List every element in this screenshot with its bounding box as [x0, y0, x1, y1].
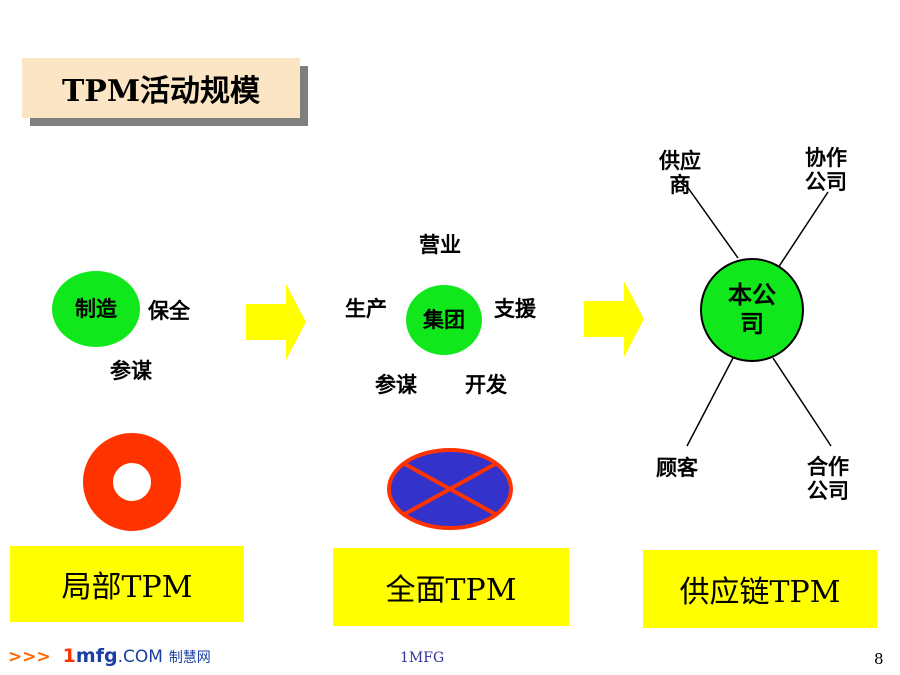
partner-company-label-line1: 协作: [805, 146, 847, 170]
supplier-label-line2: 商: [669, 173, 691, 198]
full-tpm-box: 全面TPM: [333, 548, 569, 626]
sales-label: 营业: [419, 233, 461, 257]
footer-center-text: 1MFG: [400, 650, 445, 666]
company-circle: 本公 司: [700, 258, 804, 362]
company-label-line1: 本公: [728, 281, 776, 310]
logo-arrows: >>>: [8, 647, 51, 667]
local-tpm-box: 局部TPM: [10, 546, 244, 622]
customer-label: 顾客: [656, 456, 698, 480]
page-number: 8: [874, 650, 884, 668]
partner-company-label: 协作 公司: [798, 146, 854, 194]
supplier-label: 供应 商: [652, 149, 708, 197]
logo-site: mfg: [75, 645, 118, 667]
development-label: 开发: [465, 373, 507, 397]
maintenance-label: 保全: [148, 299, 190, 323]
manufacturing-circle: 制造: [52, 271, 140, 347]
crossed-ellipse-icon: [387, 448, 513, 530]
cooperative-company-label-line2: 公司: [807, 479, 849, 504]
supplier-label-line1: 供应: [659, 149, 701, 173]
logo-chinese: 制慧网: [168, 650, 211, 666]
manufacturing-label: 制造: [75, 296, 117, 321]
support-label: 支援: [494, 297, 536, 321]
arrow-right-icon: [584, 281, 644, 357]
supply-chain-tpm-box: 供应链TPM: [643, 550, 877, 628]
company-label-line2: 司: [740, 310, 764, 338]
cooperative-company-label-line1: 合作: [807, 455, 849, 479]
slide-title: TPM活动规模: [22, 58, 300, 118]
logo-dotcom: .COM: [117, 647, 163, 667]
local-ring-icon: [83, 433, 181, 531]
cooperative-company-label: 合作 公司: [800, 455, 856, 503]
staff-label-2: 参谋: [375, 373, 417, 397]
group-label: 集团: [423, 307, 465, 332]
footer-logo: >>> 1mfg.COM 制慧网: [8, 645, 211, 667]
staff-label: 参谋: [110, 359, 152, 383]
logo-number: 1: [62, 645, 76, 667]
partner-company-label-line2: 公司: [805, 170, 847, 195]
production-label: 生产: [345, 297, 387, 321]
group-circle: 集团: [406, 285, 482, 355]
arrow-right-icon: [246, 284, 306, 360]
